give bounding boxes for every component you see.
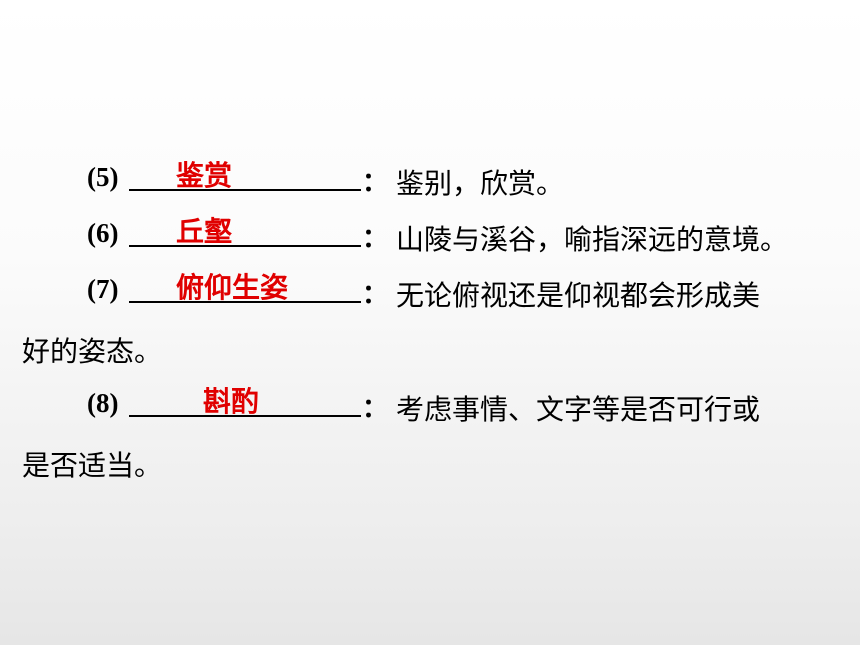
vocab-item-8: (8) 斟酌 ： 考虑事情、文字等是否可行或 (0, 380, 860, 426)
colon: ： (362, 280, 389, 310)
answer-text: 鉴赏 (176, 159, 233, 192)
answer-blank (129, 415, 361, 417)
answer-text: 俯仰生姿 (176, 271, 289, 304)
answer-blank (129, 301, 361, 303)
colon: ： (362, 224, 389, 254)
item-number: (8) (87, 388, 119, 418)
definition-text: 考虑事情、文字等是否可行或 (396, 393, 761, 426)
item-number: (7) (87, 274, 119, 304)
answer-text: 丘壑 (176, 215, 233, 248)
vocab-item-7: (7) 俯仰生姿 ： 无论俯视还是仰视都会形成美 (0, 266, 860, 312)
answer-blank (129, 189, 361, 191)
item-number: (6) (87, 218, 119, 248)
item-number: (5) (87, 162, 119, 192)
definition-text: 鉴别，欣赏。 (396, 167, 565, 200)
answer-blank (129, 245, 361, 247)
definition-text: 无论俯视还是仰视都会形成美 (396, 279, 761, 312)
vocab-item-6: (6) 丘壑 ： 山陵与溪谷，喻指深远的意境。 (0, 210, 860, 256)
definition-text: 山陵与溪谷，喻指深远的意境。 (396, 223, 789, 256)
colon: ： (362, 394, 389, 424)
definition-continuation: 好的姿态。 (22, 335, 163, 368)
definition-continuation: 是否适当。 (22, 449, 163, 482)
vocab-item-5: (5) 鉴赏 ： 鉴别，欣赏。 (0, 154, 860, 200)
colon: ： (362, 168, 389, 198)
answer-text: 斟酌 (203, 385, 260, 418)
